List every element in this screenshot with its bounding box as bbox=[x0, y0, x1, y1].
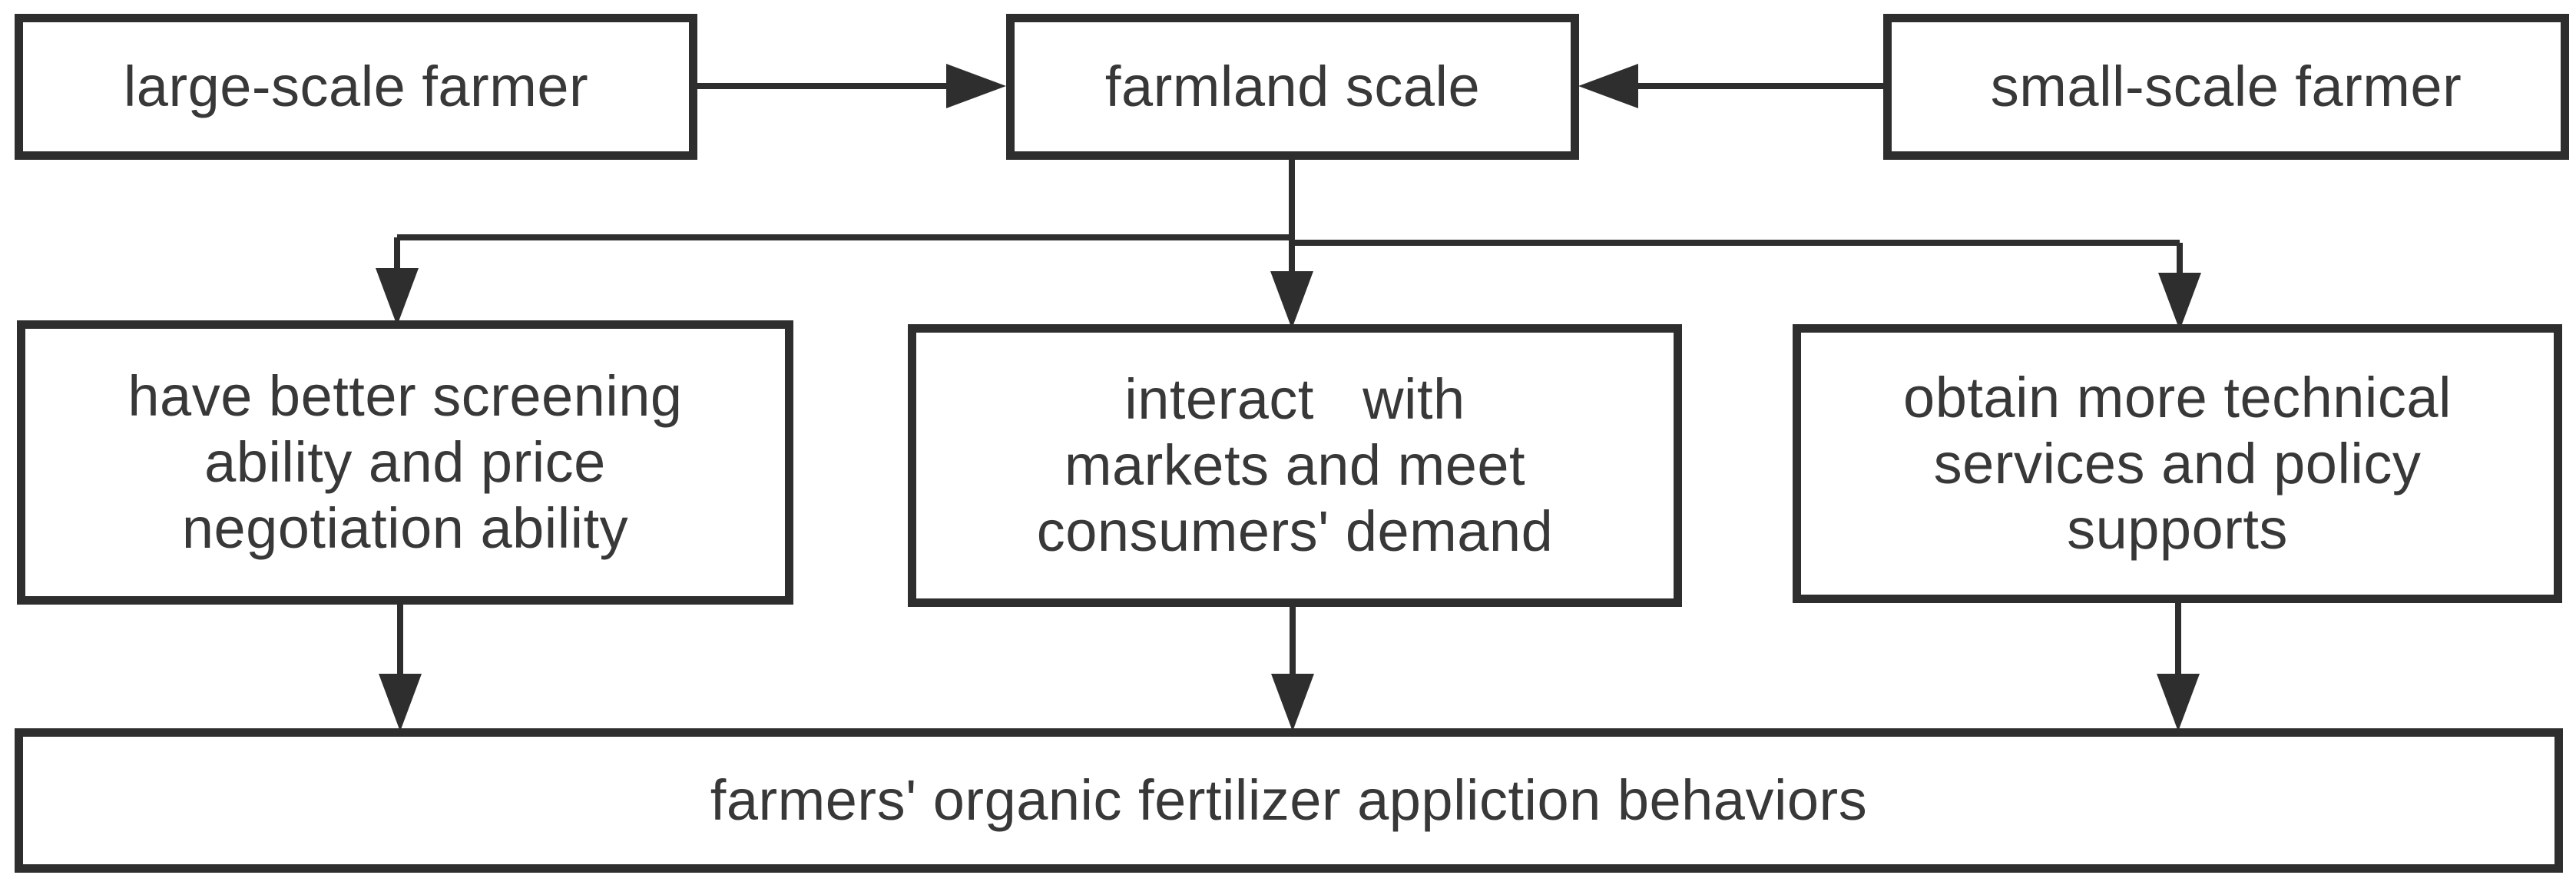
node-fertilizer-application-behaviors-label: farmers' organic fertilizer appliction b… bbox=[710, 768, 1868, 833]
edge-small-to-farmland bbox=[1578, 64, 1883, 108]
node-farmland-scale: farmland scale bbox=[1006, 14, 1579, 160]
edge-branch-to-technical bbox=[2158, 243, 2201, 330]
node-screening-ability-label: have better screening ability and price … bbox=[127, 364, 683, 560]
node-large-scale-farmer-label: large-scale farmer bbox=[123, 55, 589, 119]
node-small-scale-farmer: small-scale farmer bbox=[1883, 14, 2569, 160]
edge-technical-to-behavior bbox=[2157, 602, 2200, 731]
node-small-scale-farmer-label: small-scale farmer bbox=[1990, 55, 2462, 119]
node-technical-services-label: obtain more technical services and polic… bbox=[1903, 365, 2452, 562]
node-screening-ability: have better screening ability and price … bbox=[17, 320, 793, 605]
edge-branch-to-screening bbox=[376, 237, 419, 326]
edge-branch-to-market bbox=[1270, 243, 1313, 329]
edge-market-to-behavior bbox=[1271, 606, 1314, 731]
edge-farmland-branch-rail bbox=[397, 159, 2180, 246]
edge-large-to-farmland bbox=[697, 64, 1006, 108]
node-technical-services: obtain more technical services and polic… bbox=[1793, 324, 2562, 603]
node-market-interaction-label: interact with markets and meet consumers… bbox=[1036, 367, 1554, 563]
edge-screening-to-behavior bbox=[379, 604, 422, 731]
node-fertilizer-application-behaviors: farmers' organic fertilizer appliction b… bbox=[15, 728, 2563, 873]
node-farmland-scale-label: farmland scale bbox=[1104, 55, 1481, 119]
node-market-interaction: interact with markets and meet consumers… bbox=[908, 324, 1682, 607]
node-large-scale-farmer: large-scale farmer bbox=[15, 14, 697, 160]
